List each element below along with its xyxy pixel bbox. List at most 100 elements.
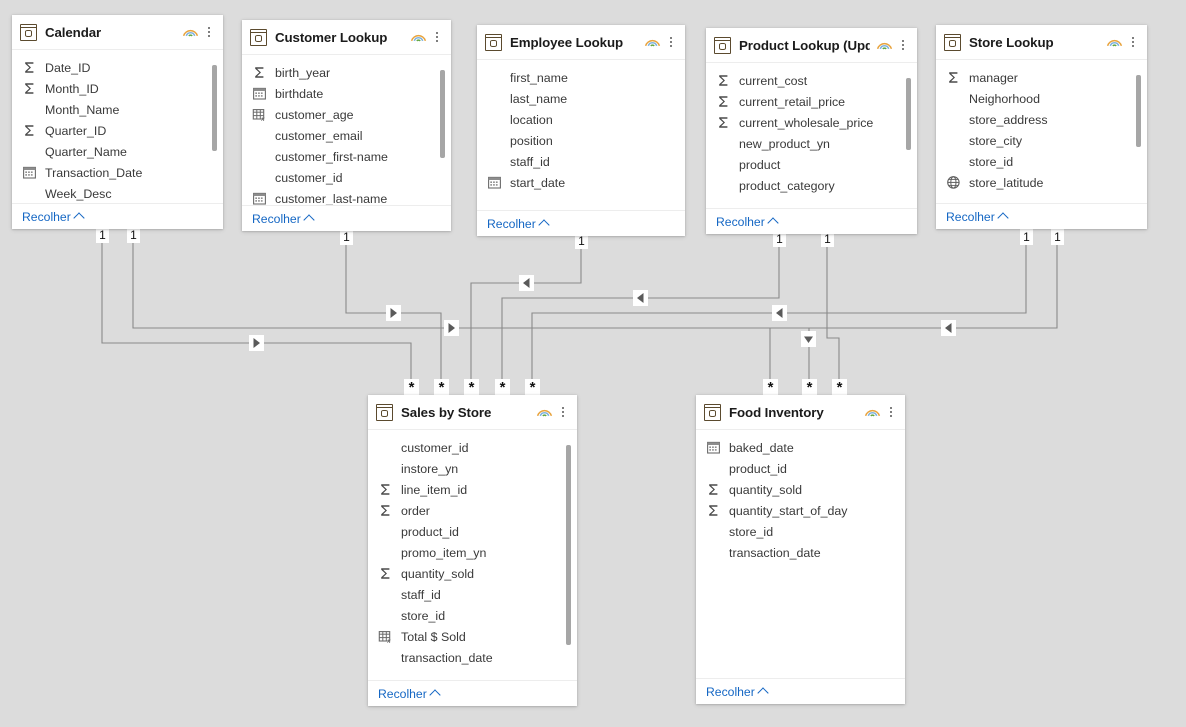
cross-filter-direction-arrow-icon[interactable] [633, 290, 648, 306]
scrollbar-thumb[interactable] [1136, 75, 1141, 147]
field-row[interactable]: current_retail_price [706, 91, 917, 112]
field-row[interactable]: Quarter_ID [12, 120, 223, 141]
field-row[interactable]: store_id [696, 521, 905, 542]
relationship-line[interactable] [501, 243, 780, 380]
field-row[interactable]: product_category [706, 175, 917, 196]
relationship-line[interactable] [769, 240, 1058, 380]
field-row[interactable]: staff_id [368, 584, 577, 605]
cardinality-many-badge[interactable]: * [495, 379, 510, 396]
preview-data-icon[interactable] [1104, 32, 1124, 52]
preview-data-icon[interactable] [534, 402, 554, 422]
collapse-button[interactable]: Recolher [946, 210, 1009, 224]
table-header-food_inventory[interactable]: Food Inventory [696, 395, 905, 430]
cardinality-many-badge[interactable]: * [832, 379, 847, 396]
cardinality-one-badge[interactable]: 1 [773, 230, 786, 247]
more-options-icon[interactable] [430, 27, 444, 47]
scrollbar-thumb[interactable] [566, 445, 571, 645]
field-list-scrollbar[interactable] [440, 62, 445, 201]
field-row[interactable]: promo_item_yn [368, 542, 577, 563]
collapse-button[interactable]: Recolher [22, 210, 85, 224]
field-row[interactable]: current_wholesale_price [706, 112, 917, 133]
more-options-icon[interactable] [896, 35, 910, 55]
field-row[interactable]: Transaction_Date [12, 162, 223, 183]
field-row[interactable]: position [477, 130, 685, 151]
collapse-button[interactable]: Recolher [706, 685, 769, 699]
relationship-line[interactable] [132, 238, 810, 380]
relationship-line[interactable] [470, 245, 582, 380]
cardinality-many-badge[interactable]: * [525, 379, 540, 396]
field-row[interactable]: store_latitude [936, 172, 1147, 193]
field-row[interactable]: baked_date [696, 437, 905, 458]
field-list-scrollbar[interactable] [906, 70, 911, 204]
preview-data-icon[interactable] [862, 402, 882, 422]
table-header-sales_by_store[interactable]: Sales by Store [368, 395, 577, 430]
cross-filter-direction-arrow-icon[interactable] [249, 335, 264, 351]
field-row[interactable]: order [368, 500, 577, 521]
field-row[interactable]: transaction_date [368, 647, 577, 668]
field-row[interactable]: location [477, 109, 685, 130]
cross-filter-direction-arrow-icon[interactable] [386, 305, 401, 321]
more-options-icon[interactable] [1126, 32, 1140, 52]
field-row[interactable]: customer_last-name [242, 188, 451, 205]
preview-data-icon[interactable] [408, 27, 428, 47]
table-header-employee_lookup[interactable]: Employee Lookup [477, 25, 685, 60]
cardinality-many-badge[interactable]: * [802, 379, 817, 396]
relationship-line[interactable] [101, 238, 412, 380]
field-row[interactable]: customer_first-name [242, 146, 451, 167]
field-row[interactable]: Week_Desc [12, 183, 223, 203]
cardinality-many-badge[interactable]: * [404, 379, 419, 396]
field-row[interactable]: customer_id [242, 167, 451, 188]
more-options-icon[interactable] [202, 22, 216, 42]
field-row[interactable]: quantity_start_of_day [696, 500, 905, 521]
more-options-icon[interactable] [884, 402, 898, 422]
cardinality-many-badge[interactable]: * [763, 379, 778, 396]
more-options-icon[interactable] [556, 402, 570, 422]
table-header-customer_lookup[interactable]: Customer Lookup [242, 20, 451, 55]
collapse-button[interactable]: Recolher [487, 217, 550, 231]
field-row[interactable]: transaction_date [696, 542, 905, 563]
field-row[interactable]: staff_id [477, 151, 685, 172]
relationship-line[interactable] [826, 243, 840, 380]
field-list-scrollbar[interactable] [1136, 67, 1141, 199]
collapse-button[interactable]: Recolher [378, 687, 441, 701]
scrollbar-thumb[interactable] [440, 70, 445, 158]
field-row[interactable]: current_cost [706, 70, 917, 91]
field-row[interactable]: line_item_id [368, 479, 577, 500]
field-row[interactable]: Quarter_Name [12, 141, 223, 162]
field-row[interactable]: customer_email [242, 125, 451, 146]
cardinality-one-badge[interactable]: 1 [1020, 228, 1033, 245]
cardinality-one-badge[interactable]: 1 [127, 226, 140, 243]
field-row[interactable]: Month_ID [12, 78, 223, 99]
field-row[interactable]: store_city [936, 130, 1147, 151]
field-row[interactable]: store_id [936, 151, 1147, 172]
cross-filter-direction-arrow-icon[interactable] [772, 305, 787, 321]
cross-filter-direction-arrow-icon[interactable] [519, 275, 534, 291]
field-row[interactable]: Month_Name [12, 99, 223, 120]
field-list-scrollbar[interactable] [566, 437, 571, 676]
cross-filter-direction-arrow-icon[interactable] [941, 320, 956, 336]
preview-data-icon[interactable] [642, 32, 662, 52]
field-row[interactable]: first_name [477, 67, 685, 88]
collapse-button[interactable]: Recolher [716, 215, 779, 229]
cardinality-one-badge[interactable]: 1 [96, 226, 109, 243]
field-row[interactable]: birth_year [242, 62, 451, 83]
preview-data-icon[interactable] [874, 35, 894, 55]
cardinality-many-badge[interactable]: * [434, 379, 449, 396]
field-row[interactable]: new_product_yn [706, 133, 917, 154]
scrollbar-thumb[interactable] [212, 65, 217, 151]
field-row[interactable]: product [706, 154, 917, 175]
cross-filter-direction-arrow-icon[interactable] [801, 331, 816, 347]
